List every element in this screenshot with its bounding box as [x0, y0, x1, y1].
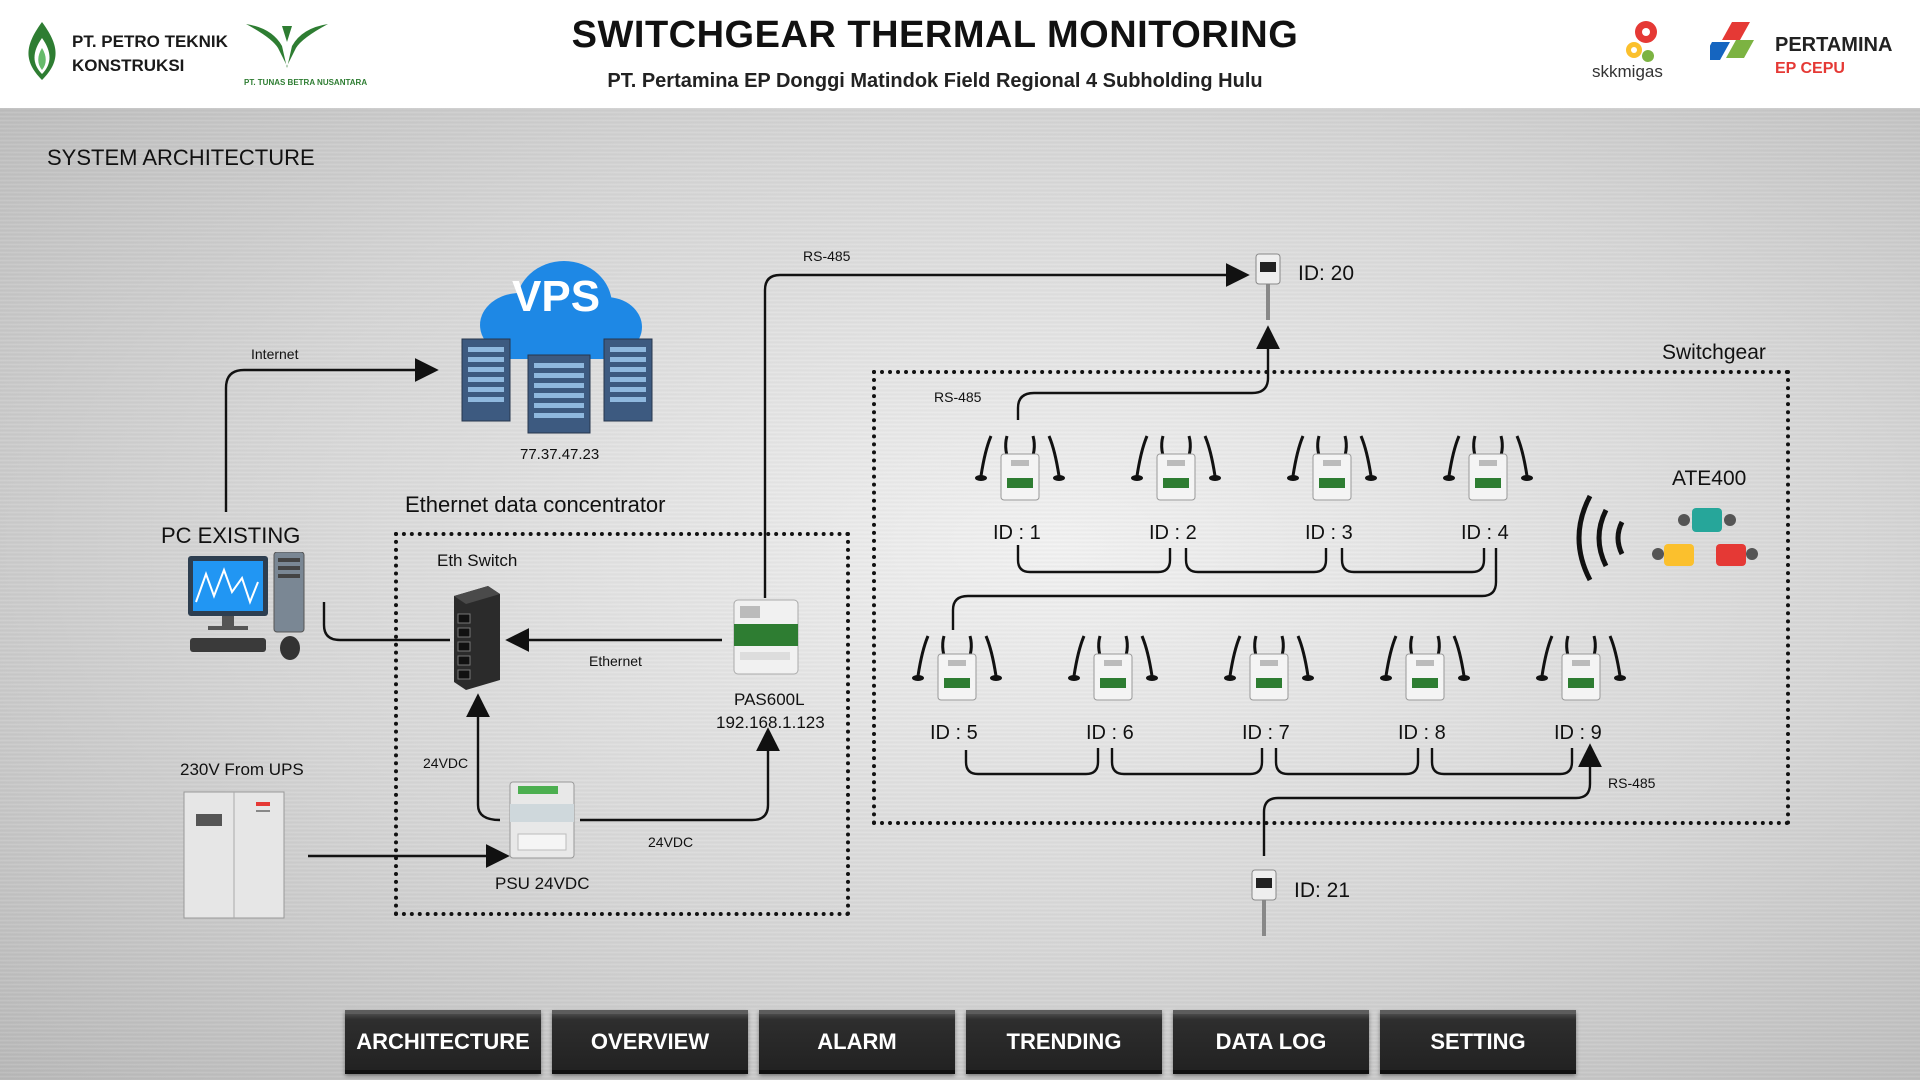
nav-architecture-button[interactable]: ARCHITECTURE: [345, 1010, 541, 1074]
id20-label: ID: 20: [1298, 262, 1355, 285]
vps-server-icon[interactable]: [458, 255, 658, 435]
psu-label: PSU 24VDC: [495, 874, 590, 893]
switchgear-box: [872, 370, 1790, 825]
sensor-7-label: ID : 7: [1242, 722, 1290, 744]
nav-setting-button[interactable]: SETTING: [1380, 1010, 1576, 1074]
nav-overview-button[interactable]: OVERVIEW: [552, 1010, 748, 1074]
psu-pas-power-link: [580, 727, 780, 822]
chain-2-3: [1184, 548, 1328, 574]
eth-switch-icon[interactable]: [448, 584, 504, 692]
sensor-5-label: ID : 5: [930, 722, 978, 744]
pc-existing-icon[interactable]: [186, 552, 312, 664]
psu-24vdc-icon[interactable]: [504, 778, 582, 862]
sensor-2-icon[interactable]: [1127, 430, 1227, 506]
internet-label: Internet: [251, 346, 299, 362]
petro-teknik-logo-icon: [28, 22, 56, 80]
nav-trending-button[interactable]: TRENDING: [966, 1010, 1162, 1074]
pc-switch-link: [322, 602, 450, 642]
chain-9-id21: [1262, 743, 1602, 856]
id21-label: ID: 21: [1294, 879, 1351, 902]
sensor-7-icon[interactable]: [1220, 630, 1320, 706]
pas-label: PAS600L: [734, 690, 805, 709]
sensor-4-label: ID : 4: [1461, 522, 1509, 544]
sensor-6-label: ID : 6: [1086, 722, 1134, 744]
sensor-2-label: ID : 2: [1149, 522, 1197, 544]
skkmigas-logo-icon: [1626, 21, 1657, 62]
id21-sensor-icon[interactable]: [1246, 864, 1282, 940]
tunas-name: PT. TUNAS BETRA NUSANTARA: [244, 78, 368, 87]
pertamina-sub-name: EP CEPU: [1775, 60, 1845, 77]
skkmigas-name: skkmigas: [1592, 62, 1663, 81]
pc-label: PC EXISTING: [161, 523, 301, 548]
rs485-top-label: RS-485: [803, 248, 851, 264]
eth-switch-label: Eth Switch: [437, 551, 518, 570]
sensor-9-icon[interactable]: [1532, 630, 1632, 706]
chain-6-7: [1110, 748, 1264, 776]
sensor-1-label: ID : 1: [993, 522, 1041, 544]
ethernet-label: Ethernet: [589, 653, 642, 669]
nav-data-log-button[interactable]: DATA LOG: [1173, 1010, 1369, 1074]
rs485-switchgear-label: RS-485: [934, 389, 982, 405]
chain-5-6: [964, 748, 1100, 776]
pas600l-icon[interactable]: [730, 596, 802, 678]
sensor-5-icon[interactable]: [908, 630, 1008, 706]
vdc-label-switch: 24VDC: [423, 755, 469, 771]
chain-8-9: [1430, 748, 1574, 776]
main-panel: [0, 108, 1920, 1080]
sensor-8-icon[interactable]: [1376, 630, 1476, 706]
concentrator-label: Ethernet data concentrator: [405, 492, 666, 517]
sensor-8-label: ID : 8: [1398, 722, 1446, 744]
sensor-3-label: ID : 3: [1305, 522, 1353, 544]
sensor-4-icon[interactable]: [1439, 430, 1539, 506]
rs485-bottom-label: RS-485: [1608, 775, 1656, 791]
ups-cabinet-icon[interactable]: [182, 790, 290, 920]
switchgear-id20-link: [1016, 325, 1280, 420]
sensor-1-icon[interactable]: [971, 430, 1071, 506]
petro-teknik-name-line2: KONSTRUKSI: [72, 56, 185, 75]
sensor-3-icon[interactable]: [1283, 430, 1383, 506]
switchgear-label: Switchgear: [1662, 341, 1766, 364]
page-header-subtitle: PT. Pertamina EP Donggi Matindok Field R…: [607, 70, 1263, 92]
pertamina-name: PERTAMINA: [1775, 34, 1893, 56]
ate-label: ATE400: [1672, 467, 1747, 490]
vps-ip: 77.37.47.23: [520, 446, 600, 463]
sensor-6-icon[interactable]: [1064, 630, 1164, 706]
nav-alarm-button[interactable]: ALARM: [759, 1010, 955, 1074]
pertamina-logo-icon: [1710, 22, 1754, 60]
chain-3-4: [1340, 548, 1486, 574]
page-header-title: SWITCHGEAR THERMAL MONITORING: [571, 14, 1299, 56]
id20-sensor-icon[interactable]: [1250, 248, 1286, 324]
internet-link: [224, 358, 439, 512]
ate400-reader-icon[interactable]: [1560, 488, 1760, 588]
psu-switch-power-link: [466, 693, 501, 822]
tunas-logo-icon: [246, 24, 328, 68]
header-bar: PT. PETRO TEKNIK KONSTRUKSI PT. TUNAS BE…: [0, 0, 1920, 109]
sensor-9-label: ID : 9: [1554, 722, 1602, 744]
vps-label: VPS: [512, 272, 601, 321]
ups-label: 230V From UPS: [180, 760, 304, 779]
chain-4-5: [951, 548, 1498, 630]
petro-teknik-name-line1: PT. PETRO TEKNIK: [72, 32, 228, 51]
chain-7-8: [1274, 748, 1420, 776]
chain-1-2: [1016, 545, 1172, 574]
rs485-top-link: [763, 263, 1250, 598]
vdc-label-pas: 24VDC: [648, 834, 694, 850]
page-title: SYSTEM ARCHITECTURE: [47, 145, 315, 170]
pas-ip: 192.168.1.123: [716, 713, 825, 732]
concentrator-box: [394, 532, 850, 916]
